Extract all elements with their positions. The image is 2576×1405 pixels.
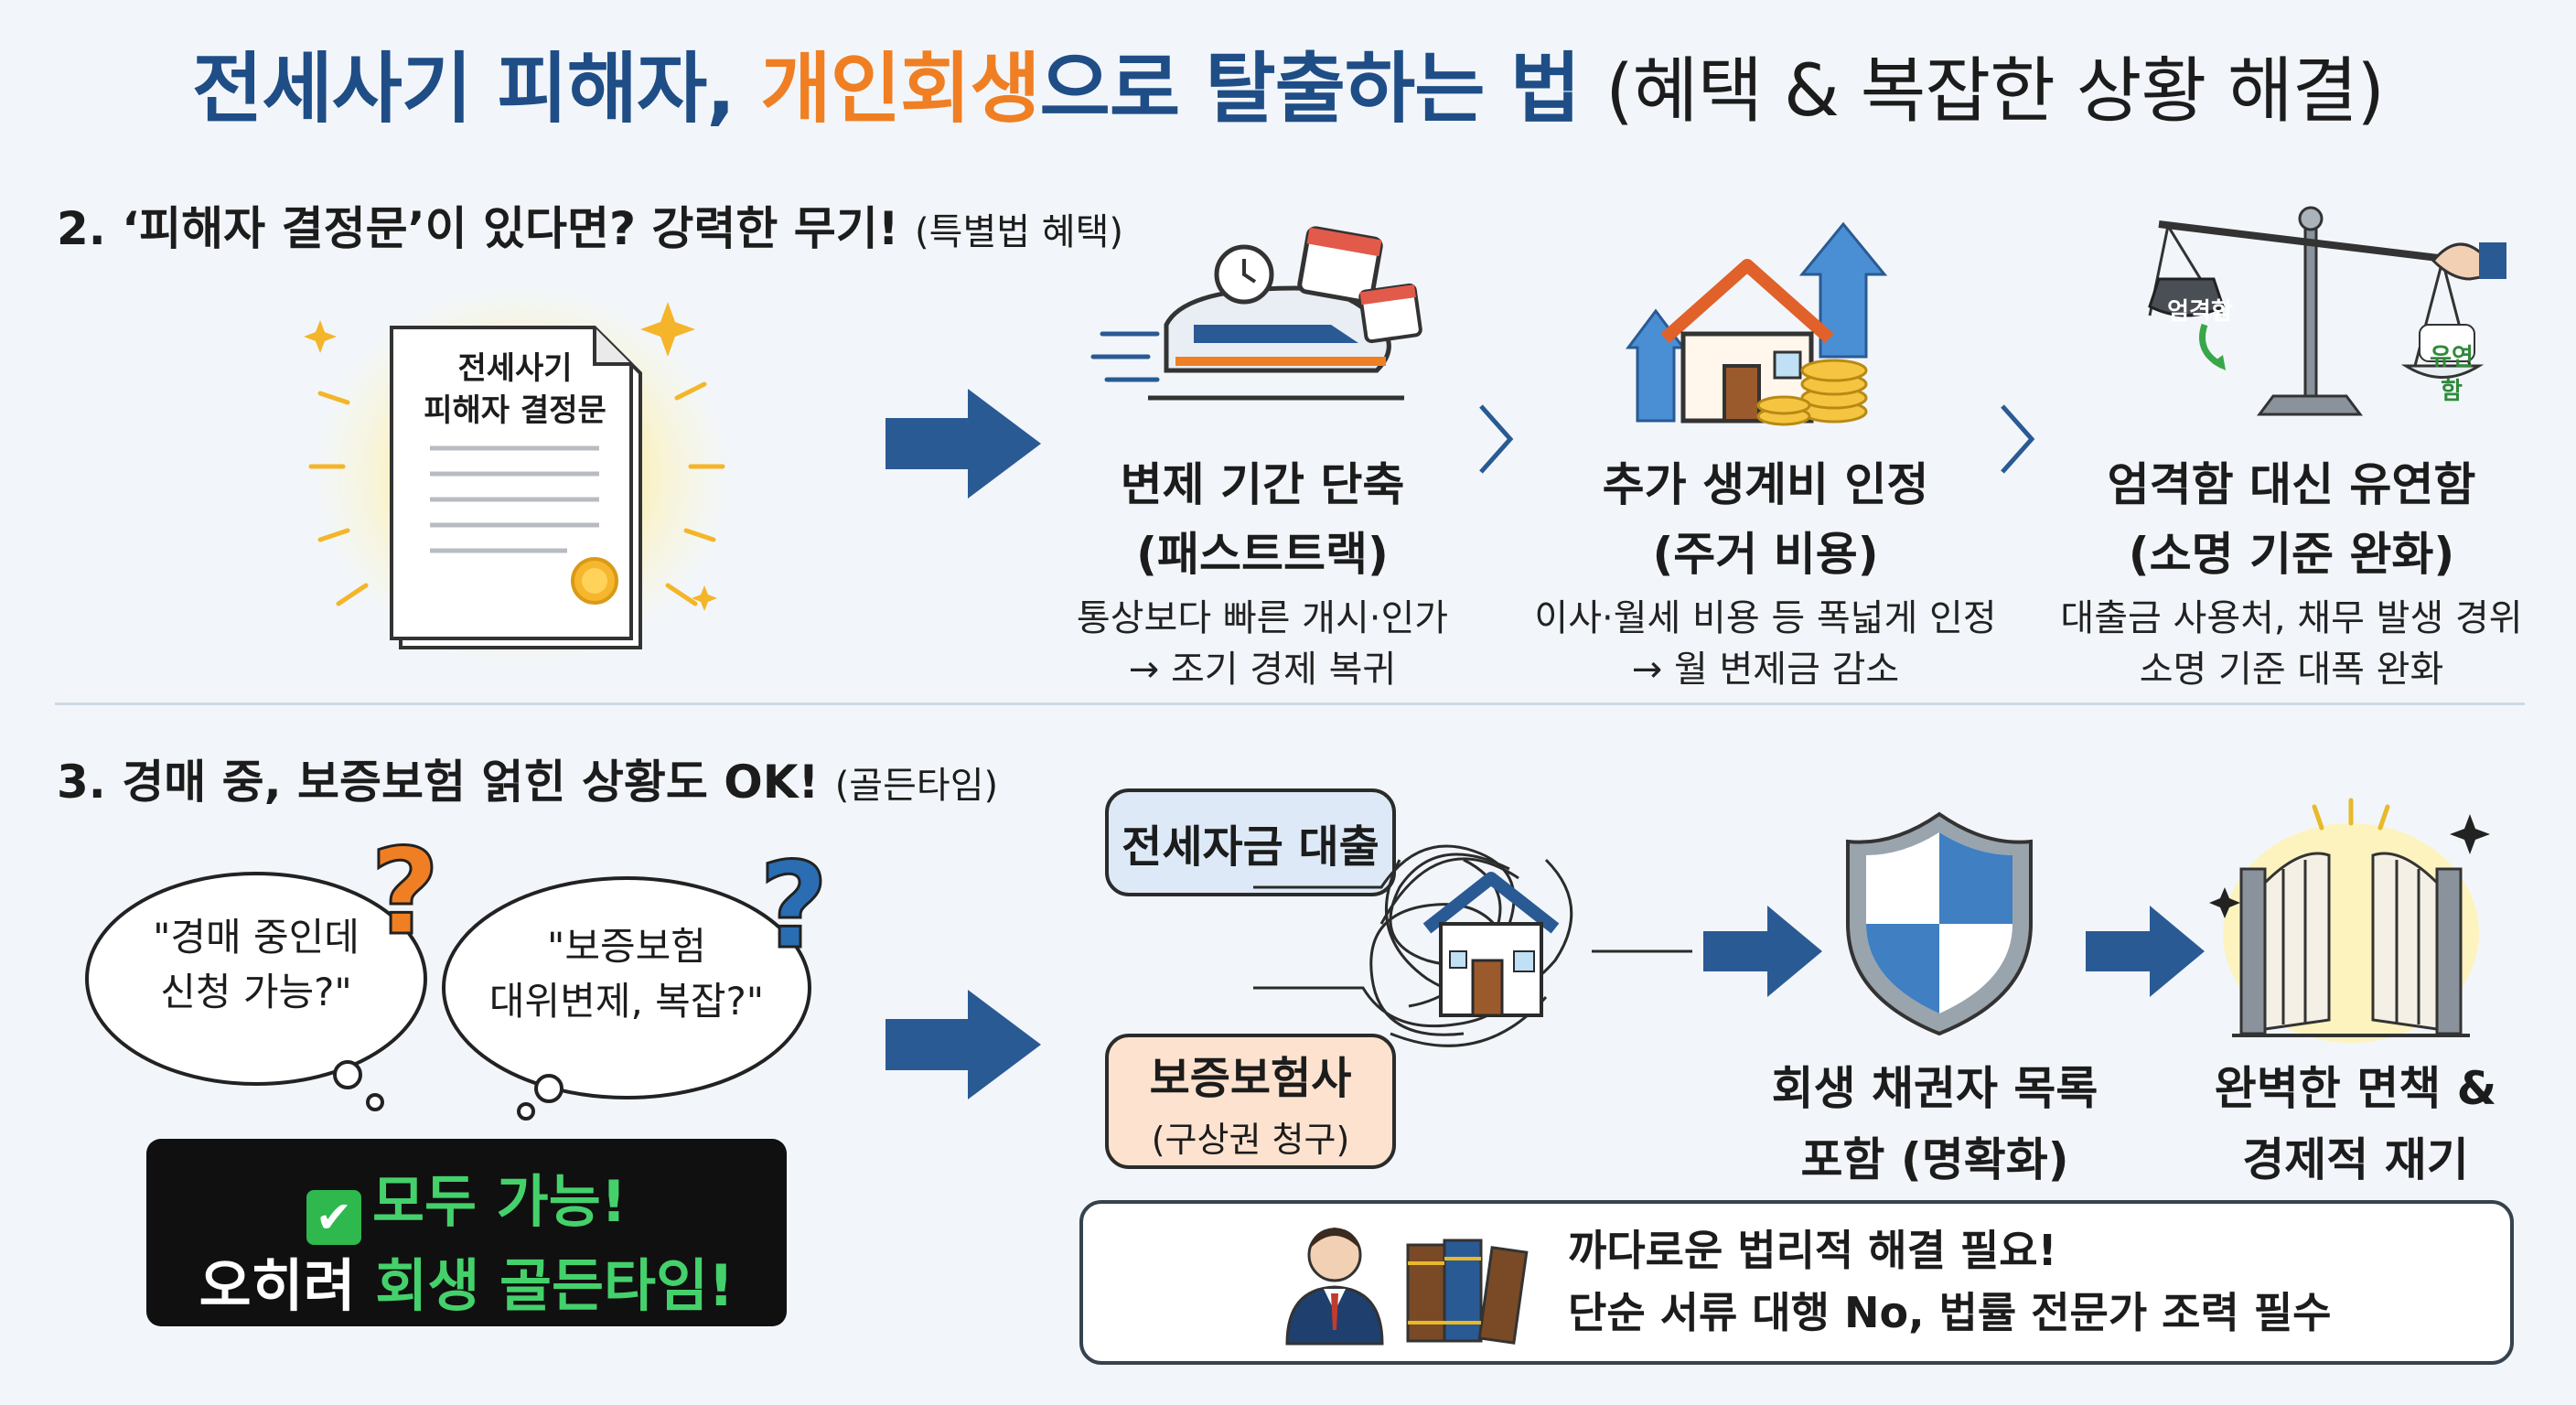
bubble-line: "보증보험 <box>547 924 706 969</box>
all-possible-banner: ✔모두 가능! 오히려 회생 골든타임! <box>146 1139 787 1326</box>
step-creditor-list: 회생 채권자 목록 포함 (명확화) <box>1720 1052 2150 1189</box>
benefit-desc: 통상보다 빠른 개시·인가 <box>1076 597 1449 639</box>
step-line: 완벽한 면책 & <box>2214 1062 2497 1115</box>
goal-line2: 오히려 회생 골든타임! <box>146 1239 787 1322</box>
certificate-line1: 전세사기 <box>457 350 573 387</box>
benefit-desc: → 조기 경제 복귀 <box>1128 649 1397 691</box>
arrow-right-icon <box>886 389 1041 499</box>
legal-expert-note: 까다로운 법리적 해결 필요! 단순 서류 대행 No, 법률 전문가 조력 필… <box>1079 1200 2514 1365</box>
tangled-house-icon <box>1253 844 1692 1047</box>
checkmark-icon: ✔ <box>306 1189 361 1245</box>
certificate-document-icon <box>304 284 732 668</box>
question-mark-icon: ? <box>758 835 830 977</box>
page-title: 전세사기 피해자, 개인회생으로 탈출하는 법 (혜택 & 복잡한 상황 해결) <box>0 27 2576 138</box>
lawyer-avatar-icon <box>1285 1228 1384 1346</box>
step-discharge: 완벽한 면책 & 경제적 재기 <box>2150 1052 2561 1189</box>
benefit-desc: 소명 기준 대폭 완화 <box>2139 649 2444 691</box>
goal-line2-b: 회생 골든타임! <box>375 1252 735 1319</box>
certificate-label: 전세사기 피해자 결정문 <box>392 348 639 432</box>
insurer-label: 보증보험사 <box>1149 1052 1352 1104</box>
insurer-box: 보증보험사 (구상권 청구) <box>1105 1034 1396 1169</box>
title-part2: 개인회생 <box>760 44 1040 134</box>
goal-line2-a: 오히려 <box>199 1252 376 1319</box>
law-books-icon <box>1406 1239 1529 1345</box>
benefit-living-cost: 추가 생계비 인정 (주거 비용) 이사·월세 비용 등 폭넓게 인정 → 월 … <box>1509 448 2022 695</box>
section3-heading: 3. 경매 중, 보증보험 얽힌 상황도 OK! (골든타임) <box>57 745 998 811</box>
benefit-title: 추가 생계비 인정 <box>1602 458 1929 511</box>
shield-icon <box>1846 811 2033 1036</box>
svg-text:?: ? <box>370 822 439 961</box>
arrow-right-icon <box>2086 906 2205 997</box>
section2-heading-sub: (특별법 혜택) <box>915 211 1123 253</box>
benefit-desc: → 월 변제금 감소 <box>1631 649 1900 691</box>
svg-text:?: ? <box>759 836 828 975</box>
note-line1: 까다로운 법리적 해결 필요! <box>1568 1226 2057 1275</box>
bubble-insurance: "보증보험 대위변제, 복잡?" <box>476 919 778 1029</box>
scale-right-label: 유연함 <box>2430 344 2474 405</box>
step-line: 포함 (명확화) <box>1800 1133 2069 1186</box>
section2-heading: 2. ‘피해자 결정문’이 있다면? 강력한 무기! (특별법 혜택) <box>57 192 1123 258</box>
bubble-auction: "경매 중인데 신청 가능?" <box>105 910 407 1020</box>
goal-line1-wrap: ✔모두 가능! <box>146 1155 787 1245</box>
benefit-title: 변제 기간 단축 <box>1120 458 1405 511</box>
step-line: 회생 채권자 목록 <box>1771 1062 2098 1115</box>
note-line2: 단순 서류 대행 No, 법률 전문가 조력 필수 <box>1568 1288 2332 1337</box>
bubble-line: "경매 중인데 <box>153 915 360 960</box>
benefit-desc: 이사·월세 비용 등 폭넓게 인정 <box>1534 597 1997 639</box>
question-mark-icon: ? <box>370 821 441 963</box>
bubble-line: 신청 가능?" <box>160 970 352 1014</box>
bubble-line: 대위변제, 복잡?" <box>488 979 765 1024</box>
arrow-right-icon <box>1703 906 1822 997</box>
chevron-right-icon <box>2001 404 2035 474</box>
step-line: 경제적 재기 <box>2242 1133 2469 1186</box>
benefit-subtitle: (소명 기준 완화) <box>2128 528 2455 581</box>
open-gate-icon <box>2209 798 2490 1043</box>
title-part4: (혜택 & 복잡한 상황 해결) <box>1605 50 2385 133</box>
benefit-title: 엄격함 대신 유연함 <box>2107 458 2476 511</box>
section2-heading-text: 2. ‘피해자 결정문’이 있다면? 강력한 무기! <box>57 202 899 255</box>
scale-left-label: 엄격함 <box>2167 298 2233 326</box>
goal-line1: 모두 가능! <box>371 1168 628 1235</box>
section3-heading-sub: (골든타임) <box>834 765 999 807</box>
section-divider <box>55 702 2525 705</box>
jeonse-loan-box: 전세자금 대출 <box>1105 788 1396 896</box>
benefit-subtitle: (주거 비용) <box>1652 528 1879 581</box>
benefit-subtitle: (패스트트랙) <box>1136 528 1389 581</box>
house-coins-icon <box>1626 221 1888 426</box>
title-part1: 전세사기 피해자, <box>192 44 735 134</box>
arrow-right-icon <box>886 990 1041 1099</box>
insurer-sublabel: (구상권 청구) <box>1151 1119 1350 1160</box>
speech-bubbles <box>85 872 811 1121</box>
section3-heading-text: 3. 경매 중, 보증보험 얽힌 상황도 OK! <box>57 756 820 809</box>
balance-scale-icon <box>2148 206 2506 416</box>
jeonse-loan-label: 전세자금 대출 <box>1122 821 1379 873</box>
benefit-flexibility: 엄격함 대신 유연함 (소명 기준 완화) 대출금 사용처, 채무 발생 경위 … <box>2035 448 2548 695</box>
title-part3: 으로 탈출하는 법 <box>1039 44 1581 134</box>
chevron-right-icon <box>1479 404 1514 474</box>
benefit-desc: 대출금 사용처, 채무 발생 경위 <box>2060 597 2523 639</box>
fast-train-icon <box>1090 226 1422 401</box>
benefit-fasttrack: 변제 기간 단축 (패스트트랙) 통상보다 빠른 개시·인가 → 조기 경제 복… <box>1015 448 1509 695</box>
certificate-line2: 피해자 결정문 <box>424 392 606 429</box>
